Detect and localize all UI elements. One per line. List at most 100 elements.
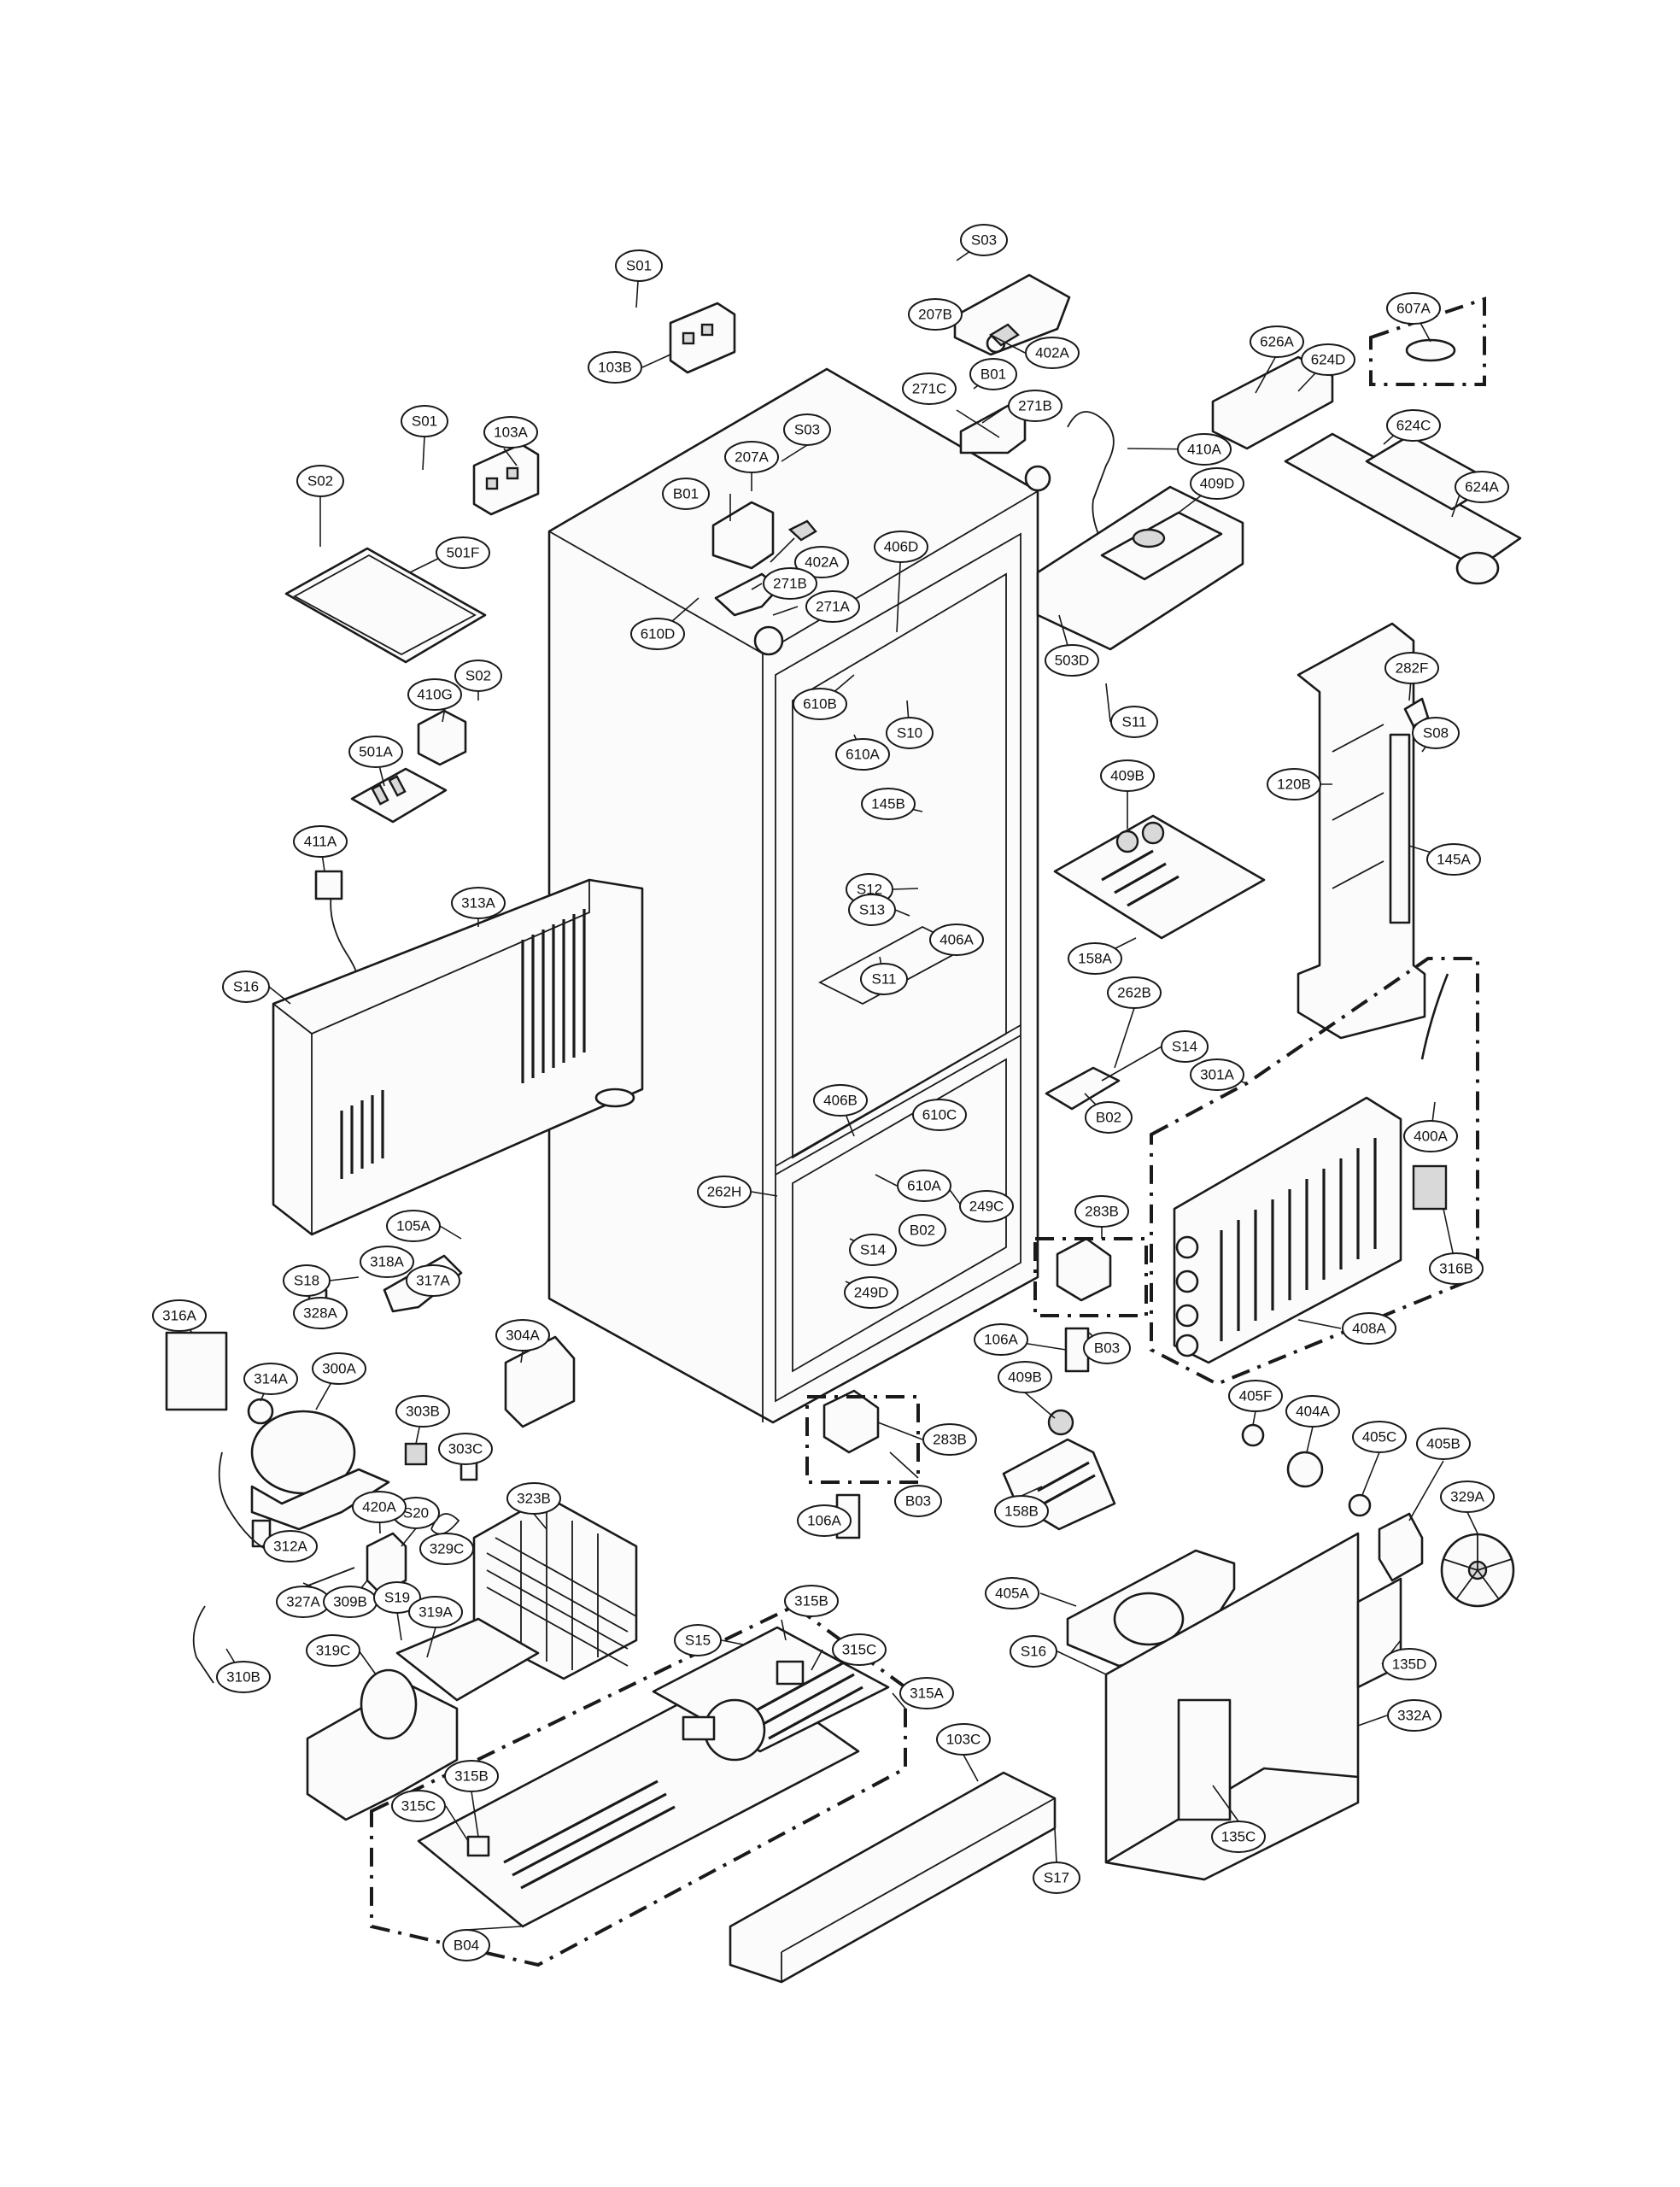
callout: 315C [832,1633,887,1666]
callout: S19 [373,1581,421,1614]
callout-layer: S01 S03 207B 402A 103B B01 271C 271B [152,224,1509,1961]
evaporator-group [1150,957,1479,1387]
callout: 106A [974,1323,1028,1356]
callout: 249C [959,1190,1014,1222]
callout-label: 410A [1187,442,1221,458]
callout-label: 624D [1311,352,1346,368]
rear-machine-cover [272,878,644,1236]
callout-label: 610C [922,1107,957,1123]
callout: S13 [848,894,896,926]
callout-label: 332A [1397,1708,1431,1724]
callout-label: 301A [1200,1067,1234,1083]
callout: 318A [360,1246,414,1278]
callout-label: B02 [1096,1110,1121,1126]
callout-label: 249C [969,1199,1004,1215]
callout-label: S10 [897,725,922,742]
callout-label: 405A [995,1586,1029,1602]
callout: 315B [784,1585,839,1617]
callout: 405C [1352,1421,1407,1453]
top-left-panel [284,547,487,1005]
callout-label: 610B [803,696,837,712]
callout: 309B [323,1586,378,1618]
callout: 405B [1416,1428,1471,1460]
callout: 271A [805,590,860,623]
callout-label: 303B [406,1404,440,1420]
callout: 503D [1045,644,1099,677]
callout-label: S11 [872,971,897,988]
callout: S01 [401,405,448,437]
callout-label: 103C [946,1732,981,1748]
callout: 501A [348,736,403,768]
callout: B02 [899,1214,946,1246]
callout-label: S17 [1044,1870,1069,1886]
callout-label: 271C [912,381,947,397]
callout: 607A [1386,292,1441,325]
callout-label: 405C [1362,1429,1397,1445]
callout-label: 409B [1008,1369,1042,1386]
callout-label: 310B [226,1669,260,1686]
callout-label: 328A [303,1305,337,1322]
callout-label: 624A [1465,479,1499,495]
callout: S15 [674,1624,722,1656]
callout: S16 [1010,1635,1057,1668]
callout: 303C [438,1433,493,1465]
callout: 327A [276,1586,331,1618]
callout: S08 [1412,717,1460,749]
callout-label: 103B [598,360,632,376]
callout-label: 158B [1004,1504,1039,1520]
callout-label: 314A [254,1371,288,1387]
callout: 420A [352,1491,407,1523]
callout-label: B03 [1094,1340,1120,1357]
callout-label: 313A [461,895,495,912]
callout-label: 317A [416,1273,450,1289]
callout: B02 [1085,1101,1133,1134]
callout: 304A [495,1319,550,1351]
callout-label: S18 [294,1273,319,1289]
callout: 316A [152,1299,207,1332]
callout: 158A [1068,942,1122,975]
callout: 316B [1429,1252,1484,1285]
callout-label: 329A [1450,1489,1484,1505]
callout-label: 319A [419,1604,453,1621]
callout: 283B [1074,1195,1129,1228]
callout: 626A [1250,325,1304,358]
callout-label: S14 [1172,1039,1197,1055]
callout-label: 405F [1239,1388,1273,1404]
callout-label: 501A [359,744,393,760]
callout: S11 [1110,706,1158,738]
callout-label: 282F [1396,660,1429,677]
callout-label: 304A [506,1328,540,1344]
callout: 271C [902,372,957,405]
callout-label: 271B [1018,398,1052,414]
callout-label: S03 [794,422,820,438]
callout-label: 409D [1200,476,1235,492]
callout: 402A [1025,337,1080,369]
callout: 329C [419,1533,474,1565]
callout-label: B02 [910,1222,935,1239]
callout: 312A [263,1530,318,1563]
callout-label: 501F [447,545,480,561]
callout: 328A [293,1297,348,1329]
callout: 406D [874,531,928,563]
callout: 610A [835,738,890,771]
callout: 105A [386,1210,441,1242]
compressor-group [165,1254,576,1684]
callout-label: S02 [465,668,491,684]
base-plate-group [370,1604,907,1967]
callout-label: 135D [1392,1656,1427,1673]
callout: 624A [1455,471,1509,503]
callout: S14 [1161,1030,1209,1063]
callout: 408A [1342,1312,1396,1345]
callout-label: 319C [316,1643,351,1659]
callout: S10 [886,717,934,749]
callout-label: 318A [370,1254,404,1270]
callout-label: 271B [773,576,807,592]
lower-grille [729,1771,1057,1984]
callout: 405F [1228,1380,1283,1412]
callout: 303B [395,1395,450,1428]
corner-covers [472,302,736,516]
callout-label: 207A [735,449,769,466]
callout-label: 315B [794,1593,828,1609]
callout: 262H [697,1176,752,1208]
